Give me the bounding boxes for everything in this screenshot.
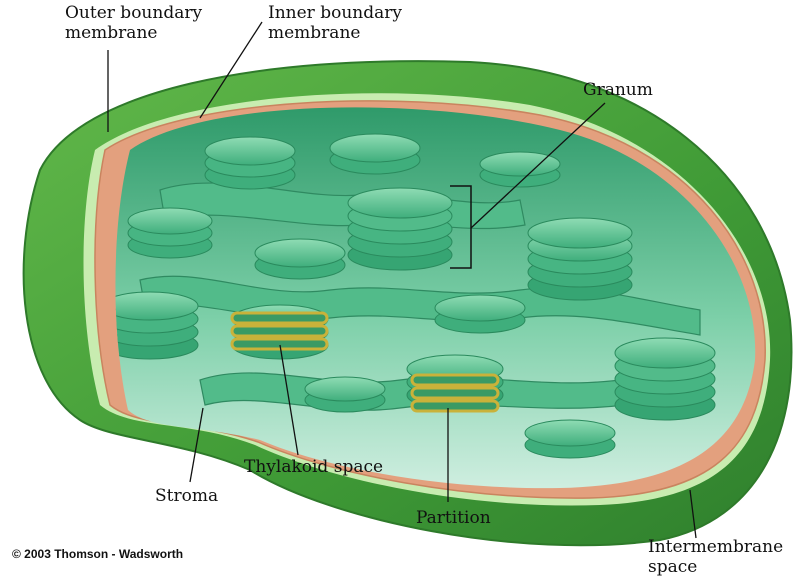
label-intermembrane-line2: space — [648, 557, 698, 576]
label-inner-boundary-membrane: Inner boundary membrane — [268, 3, 402, 43]
leader-stroma — [189, 407, 204, 483]
label-outer-line2: membrane — [65, 23, 158, 43]
label-inner-line2: membrane — [268, 23, 361, 43]
leader-granum — [470, 102, 606, 229]
thylakoid-space-cutaway — [230, 311, 329, 351]
label-outer-line1: Outer boundary — [65, 3, 203, 23]
copyright-credit: © 2003 Thomson - Wadsworth — [12, 547, 184, 561]
label-thylakoid-space: Thylakoid space — [244, 457, 384, 477]
label-intermembrane-space: Intermembrane space — [648, 537, 783, 576]
label-granum: Granum — [583, 80, 653, 100]
label-stroma: Stroma — [155, 486, 219, 506]
leader-lines — [107, 21, 697, 539]
leader-intermembrane — [689, 489, 697, 539]
thylakoid-network — [115, 133, 716, 459]
label-inner-line1: Inner boundary — [268, 3, 402, 23]
granum-bracketed-stack — [347, 187, 453, 271]
label-outer-boundary-membrane: Outer boundary membrane — [65, 3, 202, 43]
granum-bracket — [450, 185, 472, 269]
label-partition: Partition — [416, 508, 491, 528]
leader-inner-membrane — [199, 21, 263, 119]
label-intermembrane-line1: Intermembrane — [648, 537, 784, 557]
partition-cutaway — [410, 373, 500, 413]
leader-thylakoid-space — [279, 344, 299, 456]
